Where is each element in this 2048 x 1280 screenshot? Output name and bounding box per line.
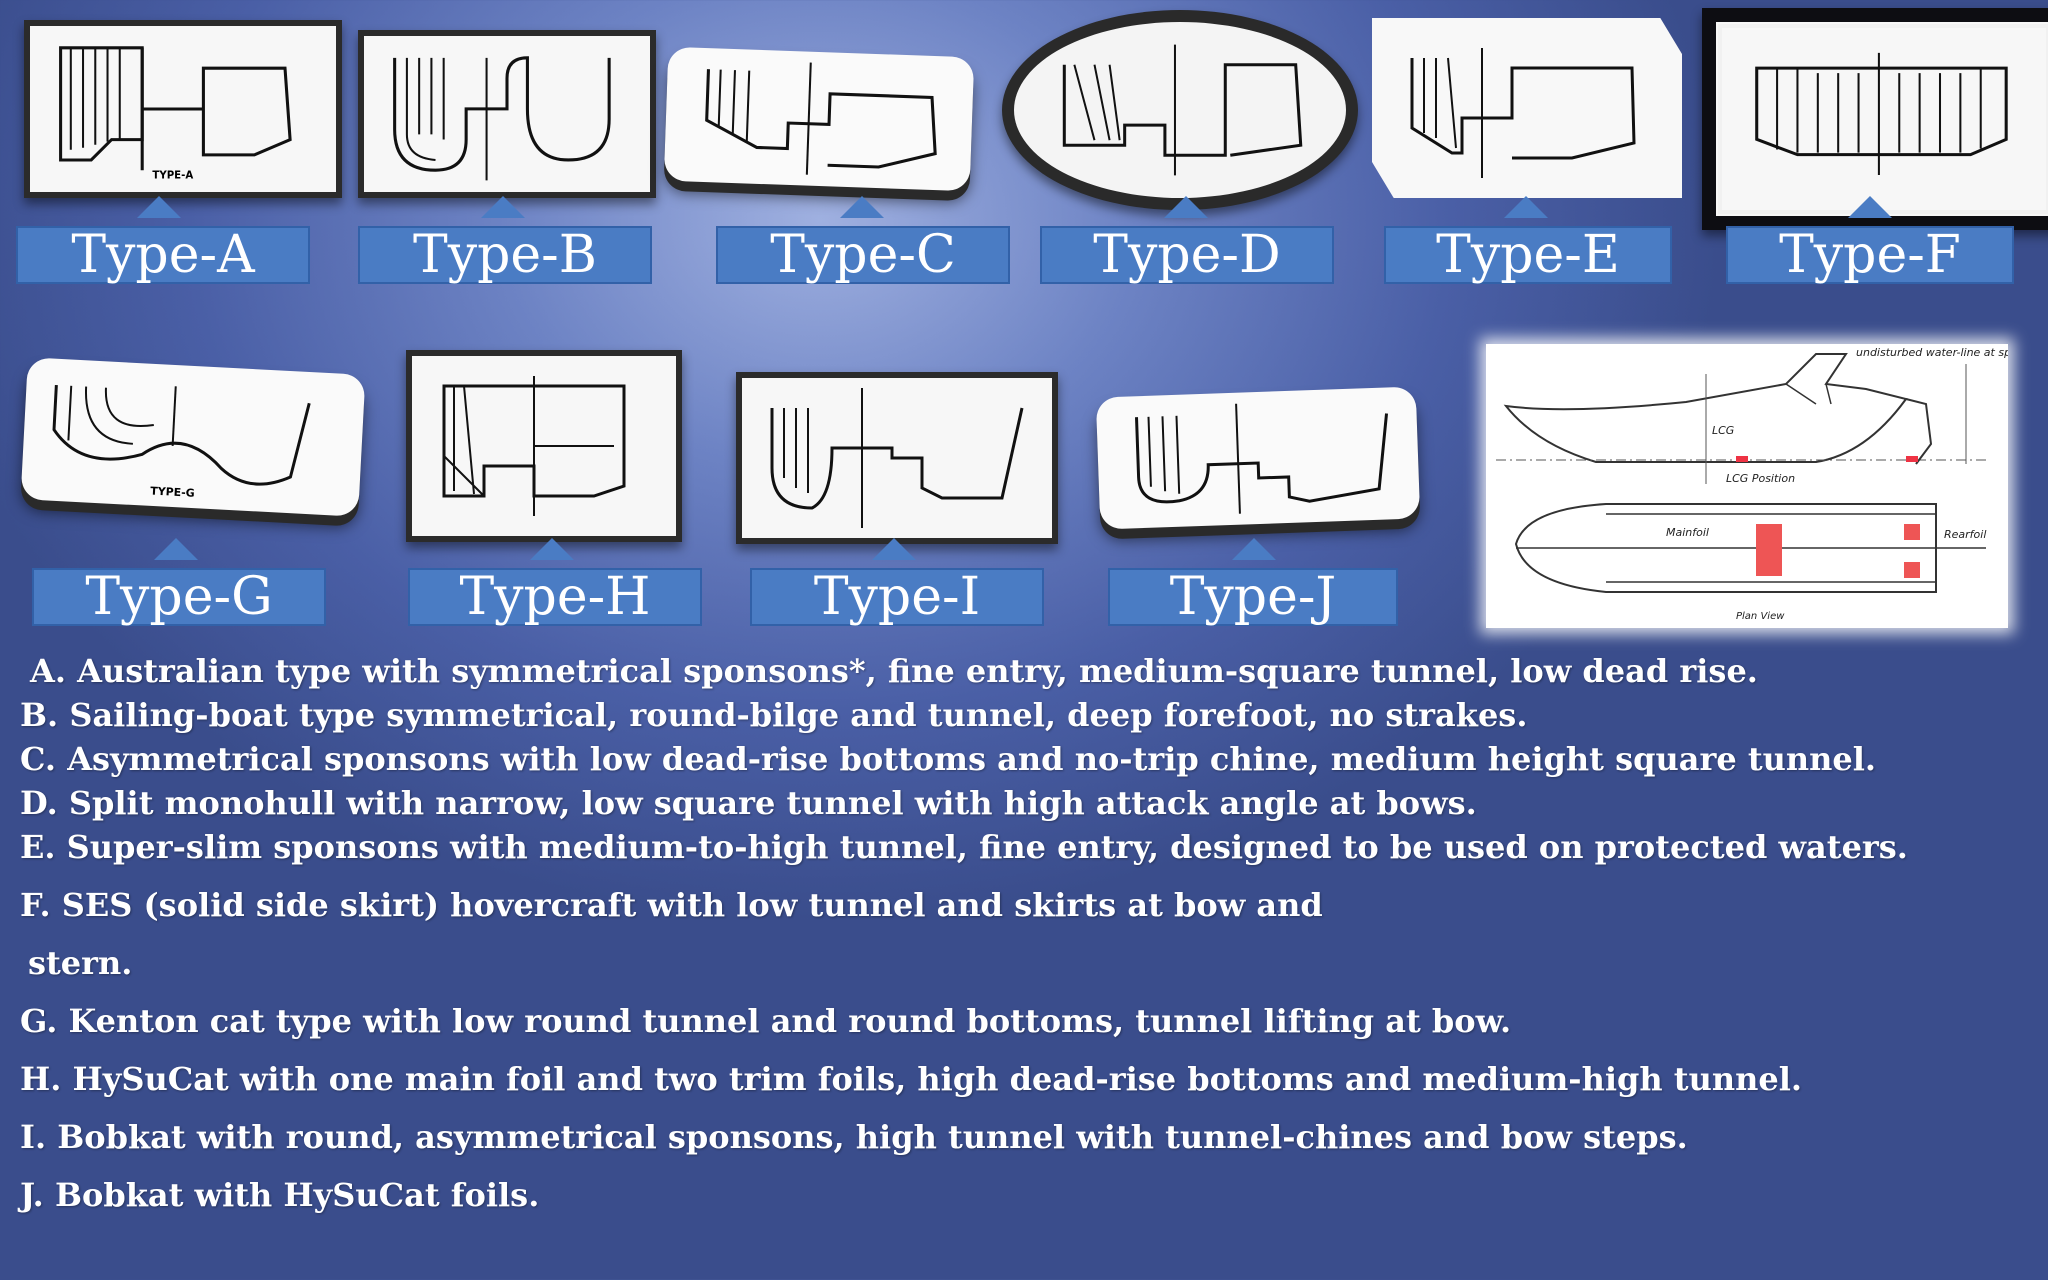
pointer-arrow-icon	[481, 196, 525, 218]
pointer-arrow-icon	[1504, 196, 1548, 218]
description-h: H. HySuCat with one main foil and two tr…	[20, 1060, 1803, 1098]
waterline-note: undisturbed water-line at speed	[1856, 346, 2008, 359]
hull-diagram-type-d	[1002, 10, 1358, 210]
plan-view-label: Plan View	[1736, 611, 1785, 622]
description-b: B. Sailing-boat type symmetrical, round-…	[20, 696, 1528, 734]
hull-section-drawing: TYPE-A	[59, 46, 292, 181]
description-i: I. Bobkat with round, asymmetrical spons…	[20, 1118, 1688, 1156]
hull-diagram-type-e	[1372, 18, 1682, 198]
hull-section-drawing	[705, 62, 937, 175]
hull-diagram-type-g: TYPE-G	[20, 357, 366, 517]
boat-profile-and-plan-view: undisturbed water-line at speed LCG LCG …	[1496, 346, 2008, 622]
hull-section-drawing	[1410, 48, 1636, 178]
type-label: Type-F	[1726, 226, 2014, 284]
mainfoil-label: Mainfoil	[1666, 526, 1709, 539]
hull-section-drawing	[1135, 403, 1389, 514]
hull-section-drawing	[442, 376, 626, 516]
rearfoil-label: Rearfoil	[1944, 528, 1986, 541]
description-f: F. SES (solid side skirt) hovercraft wit…	[20, 886, 1323, 924]
description-d: D. Split monohull with narrow, low squar…	[20, 784, 1477, 822]
type-label: Type-D	[1040, 226, 1334, 284]
pointer-arrow-icon	[872, 538, 916, 560]
type-label: Type-A	[16, 226, 310, 284]
type-label: Type-G	[32, 568, 326, 626]
hull-diagram-type-f	[1702, 8, 2048, 230]
pointer-arrow-icon	[1848, 196, 1892, 218]
hull-section-drawing	[1755, 52, 2008, 175]
hull-diagram-type-b	[358, 30, 656, 198]
description-c: C. Asymmetrical sponsons with low dead-r…	[20, 740, 1877, 778]
type-label: Type-H	[408, 568, 702, 626]
lcg-position-label: LCG Position	[1726, 472, 1795, 485]
type-label: Type-C	[716, 226, 1010, 284]
pointer-arrow-icon	[154, 538, 198, 560]
type-label: Type-J	[1108, 568, 1398, 626]
hull-section-drawing	[393, 56, 611, 181]
pointer-arrow-icon	[840, 196, 884, 218]
type-label: Type-E	[1384, 226, 1672, 284]
type-label: Type-I	[750, 568, 1044, 626]
type-a-image-caption: TYPE-A	[152, 170, 193, 181]
pointer-arrow-icon	[1232, 538, 1276, 560]
hull-section-drawing	[1062, 44, 1303, 176]
hull-section-drawing	[770, 388, 1024, 528]
hull-diagram-type-j	[1095, 386, 1421, 530]
hull-diagram-type-c	[663, 46, 975, 192]
lcg-label: LCG	[1712, 424, 1734, 437]
description-f-continued: stern.	[28, 944, 133, 982]
type-g-image-caption: TYPE-G	[150, 484, 195, 499]
description-g: G. Kenton cat type with low round tunnel…	[20, 1002, 1512, 1040]
pointer-arrow-icon	[530, 538, 574, 560]
pointer-arrow-icon	[137, 196, 181, 218]
hull-diagram-type-h	[406, 350, 682, 542]
hull-diagram-type-a: TYPE-A	[24, 20, 342, 198]
pointer-arrow-icon	[1164, 196, 1208, 218]
hysucat-boat-drawing: undisturbed water-line at speed LCG LCG …	[1486, 344, 2008, 628]
description-e: E. Super-slim sponsons with medium-to-hi…	[20, 828, 1908, 866]
description-j: J. Bobkat with HySuCat foils.	[20, 1176, 540, 1214]
type-label: Type-B	[358, 226, 652, 284]
hull-section-drawing: TYPE-G	[52, 384, 311, 500]
hull-diagram-type-i	[736, 372, 1058, 544]
description-a: A. Australian type with symmetrical spon…	[30, 652, 1758, 690]
